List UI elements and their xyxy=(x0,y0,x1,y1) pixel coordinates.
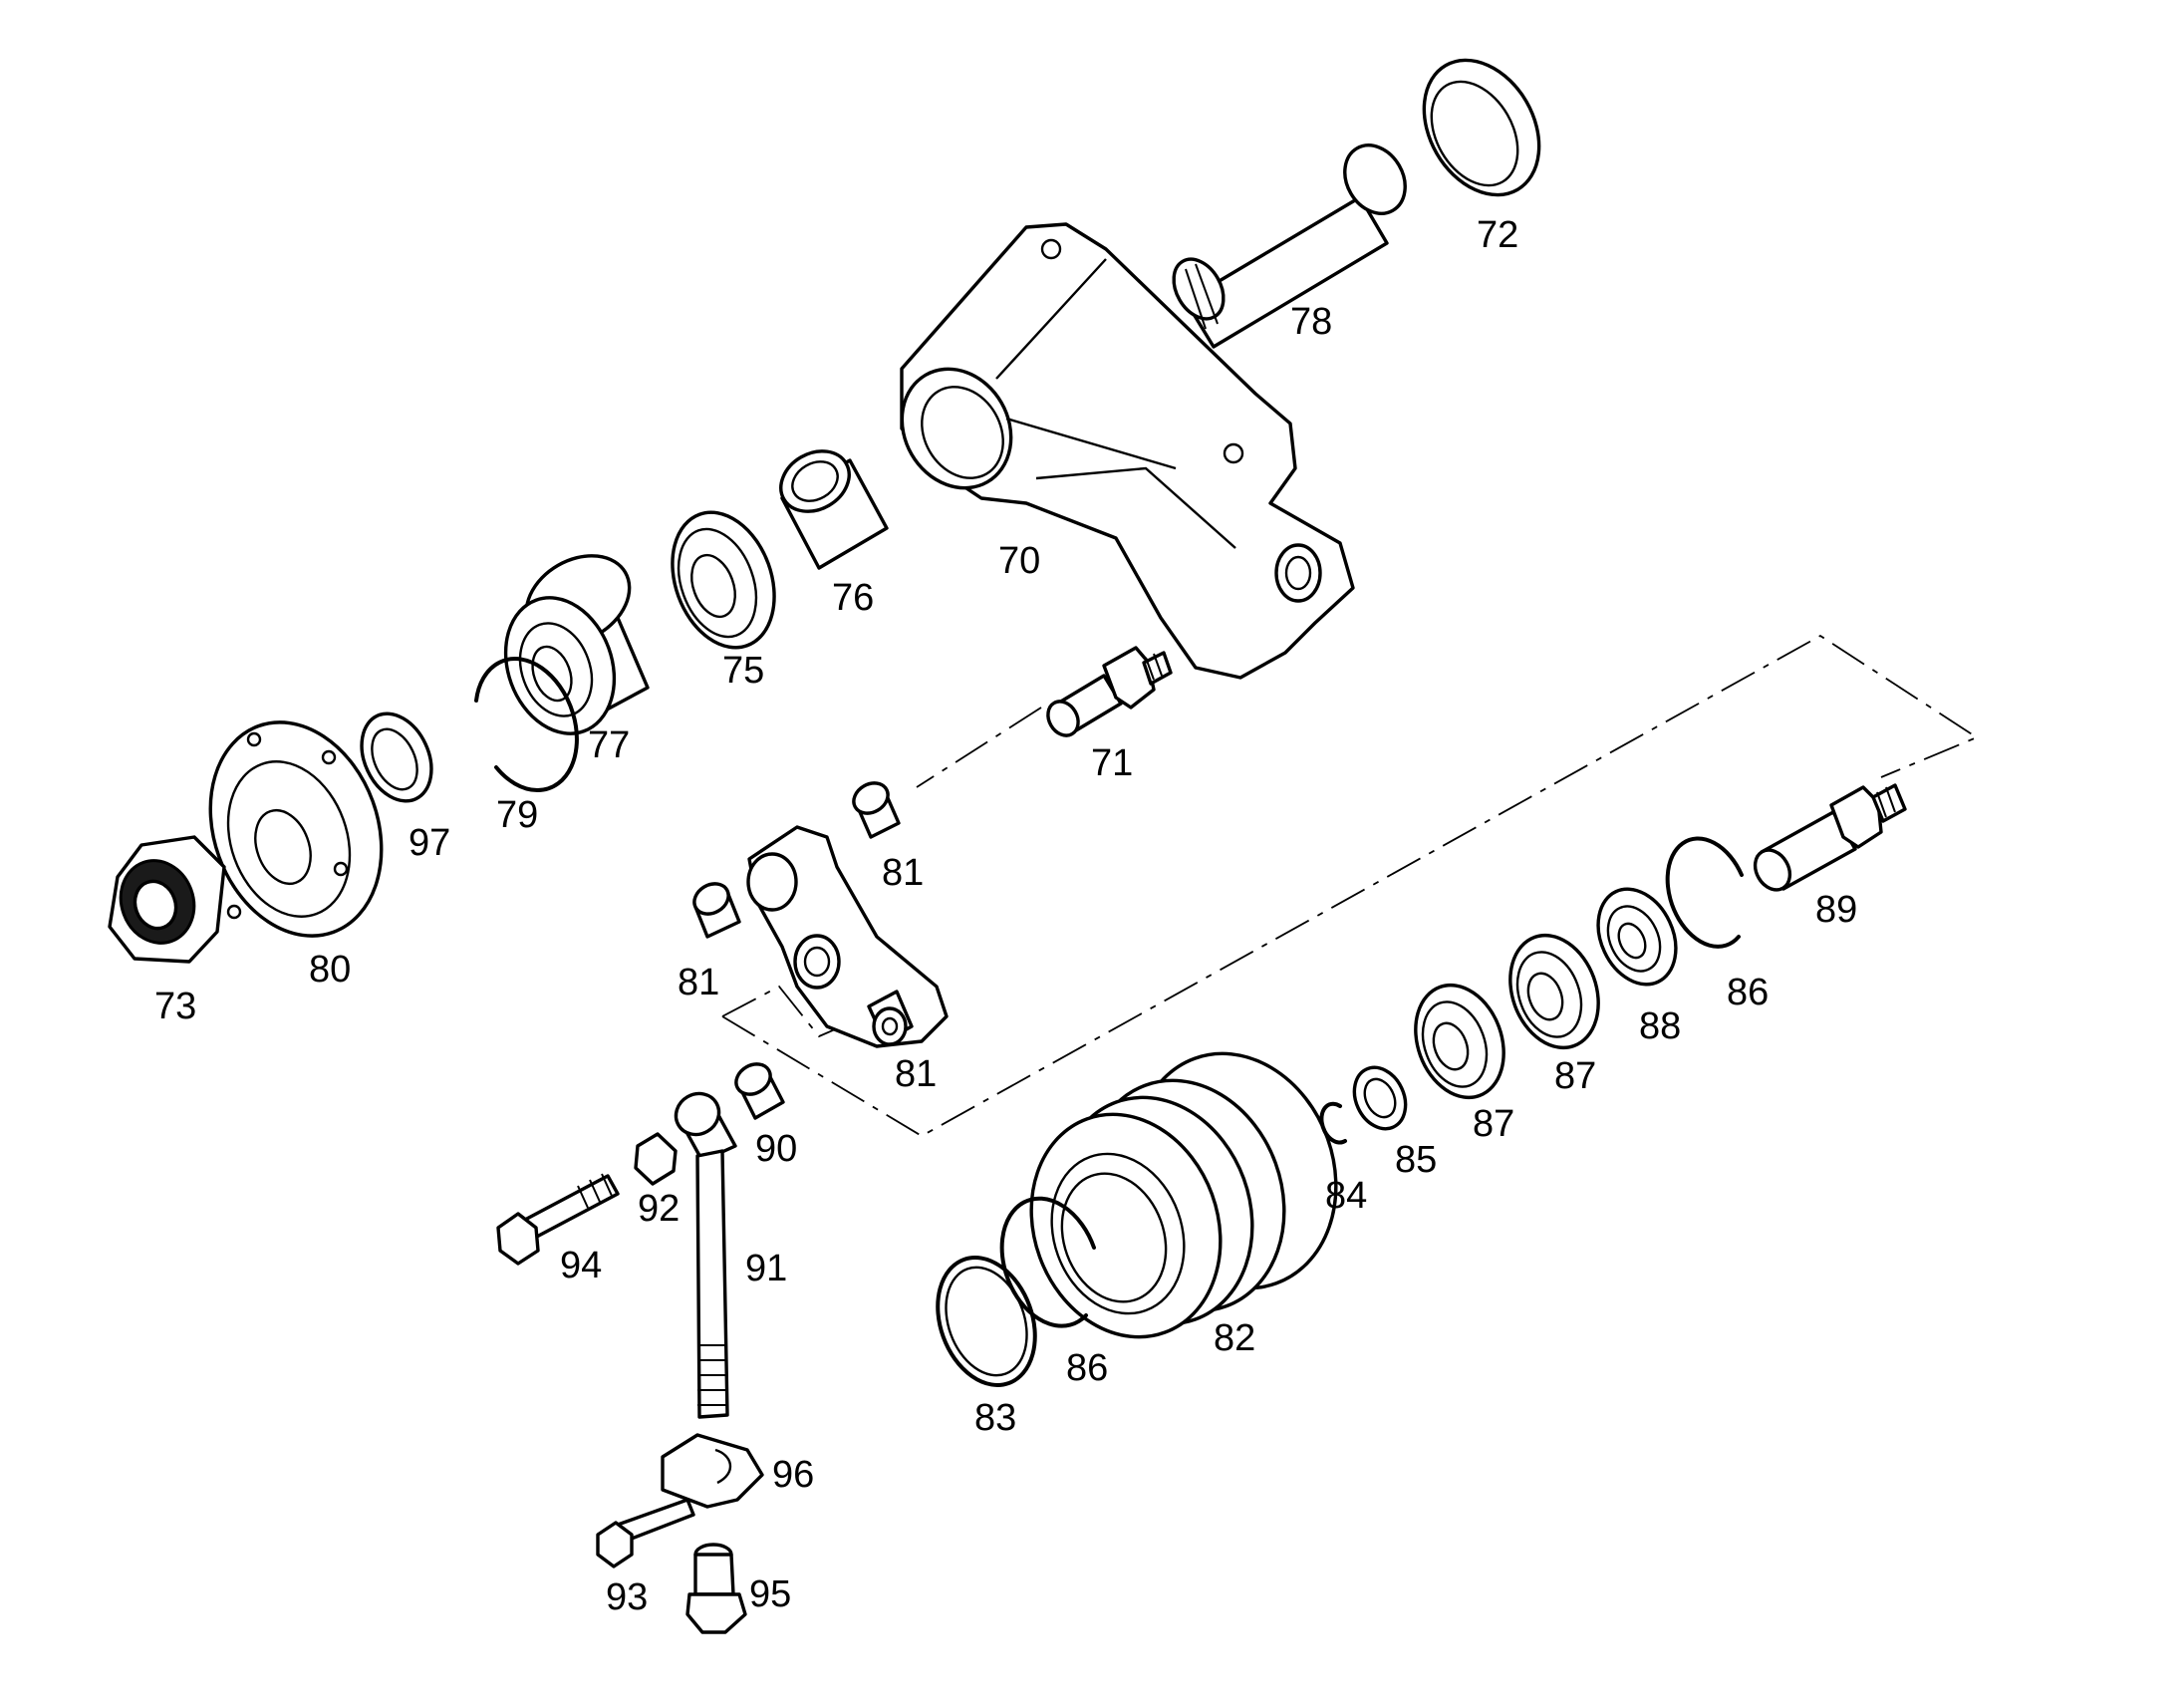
part-75-bearing xyxy=(671,510,776,650)
callout-labels: 70 71 72 73 75 76 77 78 79 80 81 81 81 8… xyxy=(154,214,1857,1618)
callout-83: 83 xyxy=(974,1397,1016,1439)
callout-92: 92 xyxy=(638,1188,680,1230)
part-93-screw xyxy=(596,1498,695,1568)
part-81-bracket xyxy=(746,825,949,1048)
part-91-tension-rod xyxy=(674,1091,737,1419)
part-78-shaft xyxy=(1172,143,1407,349)
part-85-washer xyxy=(1352,1065,1408,1131)
part-95-nut xyxy=(685,1543,747,1634)
callout-85: 85 xyxy=(1395,1139,1437,1181)
callout-87-right: 87 xyxy=(1554,1055,1596,1097)
callout-86-lower: 86 xyxy=(1066,1347,1108,1389)
callout-71: 71 xyxy=(1091,742,1133,784)
callout-76: 76 xyxy=(832,577,874,619)
callout-81-upper: 81 xyxy=(882,852,924,894)
part-82-pulley xyxy=(1029,1051,1338,1339)
part-89-pin xyxy=(1753,783,1907,892)
part-80-hub-flange xyxy=(208,720,384,938)
callout-77: 77 xyxy=(588,724,630,766)
callout-82: 82 xyxy=(1214,1317,1255,1359)
part-97-seal xyxy=(360,711,433,803)
callout-70: 70 xyxy=(998,540,1040,582)
callout-88: 88 xyxy=(1639,1005,1681,1047)
callout-89: 89 xyxy=(1815,889,1857,931)
part-71-pin xyxy=(1046,646,1173,737)
callout-93: 93 xyxy=(606,1576,648,1618)
part-94-bolt xyxy=(496,1173,620,1266)
part-83-ring xyxy=(936,1256,1037,1387)
part-77-sleeve xyxy=(503,554,650,735)
part-76-bushing xyxy=(779,449,889,570)
part-86-snap-ring-lower xyxy=(999,1196,1096,1328)
callout-81-lower: 81 xyxy=(895,1053,937,1095)
part-79-snap-ring xyxy=(474,657,579,792)
part-84-small-snap-ring xyxy=(1319,1101,1347,1145)
part-81-bushing-upper xyxy=(852,781,901,839)
callout-95: 95 xyxy=(749,1573,791,1615)
part-73-nut xyxy=(108,835,226,964)
part-70-housing xyxy=(900,222,1355,680)
callout-73: 73 xyxy=(154,986,196,1027)
part-81-bushing-left xyxy=(692,882,741,939)
callout-79: 79 xyxy=(496,794,538,836)
callout-91: 91 xyxy=(745,1248,787,1289)
callout-80: 80 xyxy=(309,949,351,991)
part-96-clamp-block xyxy=(661,1433,764,1509)
callout-75: 75 xyxy=(722,650,764,692)
part-90-spacer xyxy=(734,1062,785,1120)
callout-86-upper: 86 xyxy=(1727,972,1769,1013)
callout-81-left: 81 xyxy=(678,962,719,1003)
callout-87-left: 87 xyxy=(1473,1103,1514,1145)
part-87-bearing-right xyxy=(1508,933,1600,1050)
callout-94: 94 xyxy=(560,1245,602,1286)
callout-72: 72 xyxy=(1477,214,1518,256)
callout-97: 97 xyxy=(409,822,450,864)
callout-96: 96 xyxy=(772,1454,814,1496)
callout-84: 84 xyxy=(1325,1175,1367,1217)
part-72-seal-ring xyxy=(1422,58,1541,197)
part-88-seal xyxy=(1596,887,1678,987)
callout-90: 90 xyxy=(755,1128,797,1170)
part-87-bearing-left xyxy=(1414,983,1505,1100)
part-92-nut xyxy=(634,1132,678,1186)
part-86-snap-ring-upper xyxy=(1665,836,1744,949)
callout-78: 78 xyxy=(1290,301,1332,343)
